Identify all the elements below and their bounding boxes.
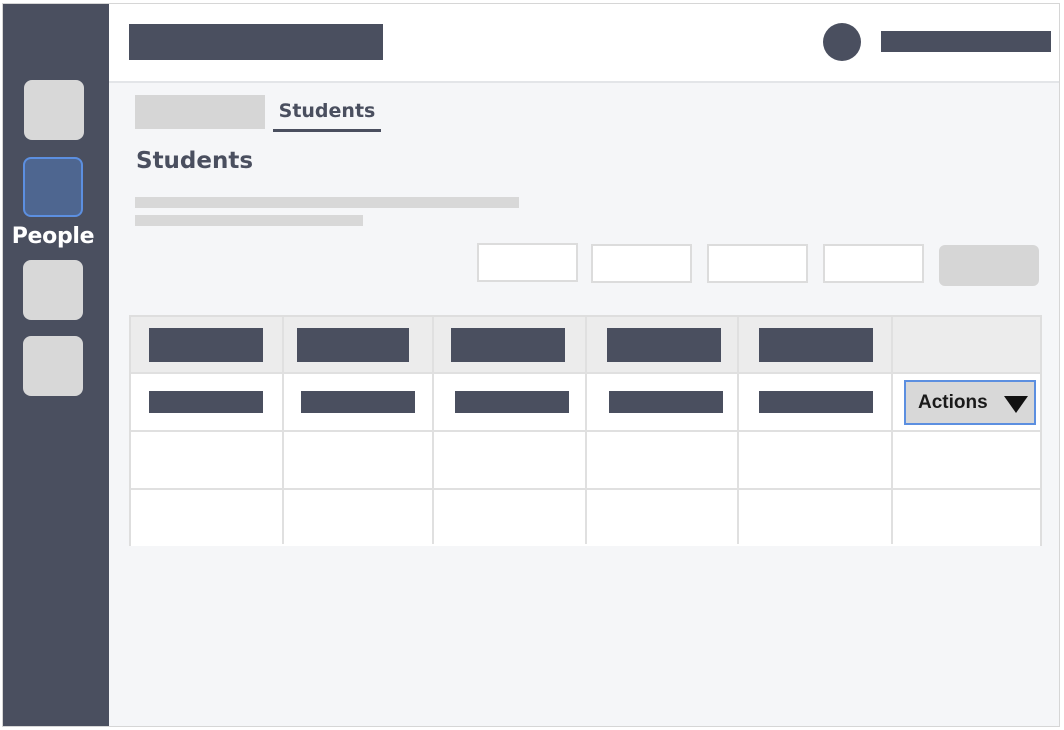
row-actions-dropdown[interactable]: Actions [904,380,1036,425]
user-name-placeholder [881,31,1051,52]
sidebar-item-3[interactable] [23,260,83,320]
cell-value-placeholder [455,391,569,413]
column-header-placeholder [451,328,565,362]
cell-value-placeholder [301,391,415,413]
column-divider [432,317,434,544]
page-title: Students [136,148,254,174]
cell-value-placeholder [609,391,723,413]
students-table: Actions [129,315,1042,546]
sidebar-item-1[interactable] [24,80,84,140]
avatar[interactable] [823,23,861,61]
column-header-placeholder [297,328,409,362]
chevron-down-icon [1004,396,1028,413]
column-divider [585,317,587,544]
app-title-placeholder [129,24,383,60]
sidebar: People [3,4,109,726]
column-divider [282,317,284,544]
column-header-placeholder [607,328,721,362]
cell-value-placeholder [759,391,873,413]
description-line-placeholder [135,215,363,226]
sidebar-item-4[interactable] [23,336,83,396]
filter-input-2[interactable] [591,244,692,283]
column-divider [891,317,893,544]
filter-submit-button[interactable] [939,245,1039,286]
sidebar-item-people-label: People [11,224,95,249]
cell-value-placeholder [149,391,263,413]
row-actions-label: Actions [918,392,988,413]
sidebar-item-people[interactable] [23,157,83,217]
app-window: People Students Students [2,3,1060,727]
filter-input-3[interactable] [707,244,808,283]
tab-placeholder[interactable] [135,95,265,129]
tab-students[interactable]: Students [273,98,381,132]
filter-input-1[interactable] [477,243,578,282]
column-divider [737,317,739,544]
description-line-placeholder [135,197,519,208]
filter-input-4[interactable] [823,244,924,283]
top-header [109,4,1059,83]
column-header-placeholder [149,328,263,362]
column-header-placeholder [759,328,873,362]
